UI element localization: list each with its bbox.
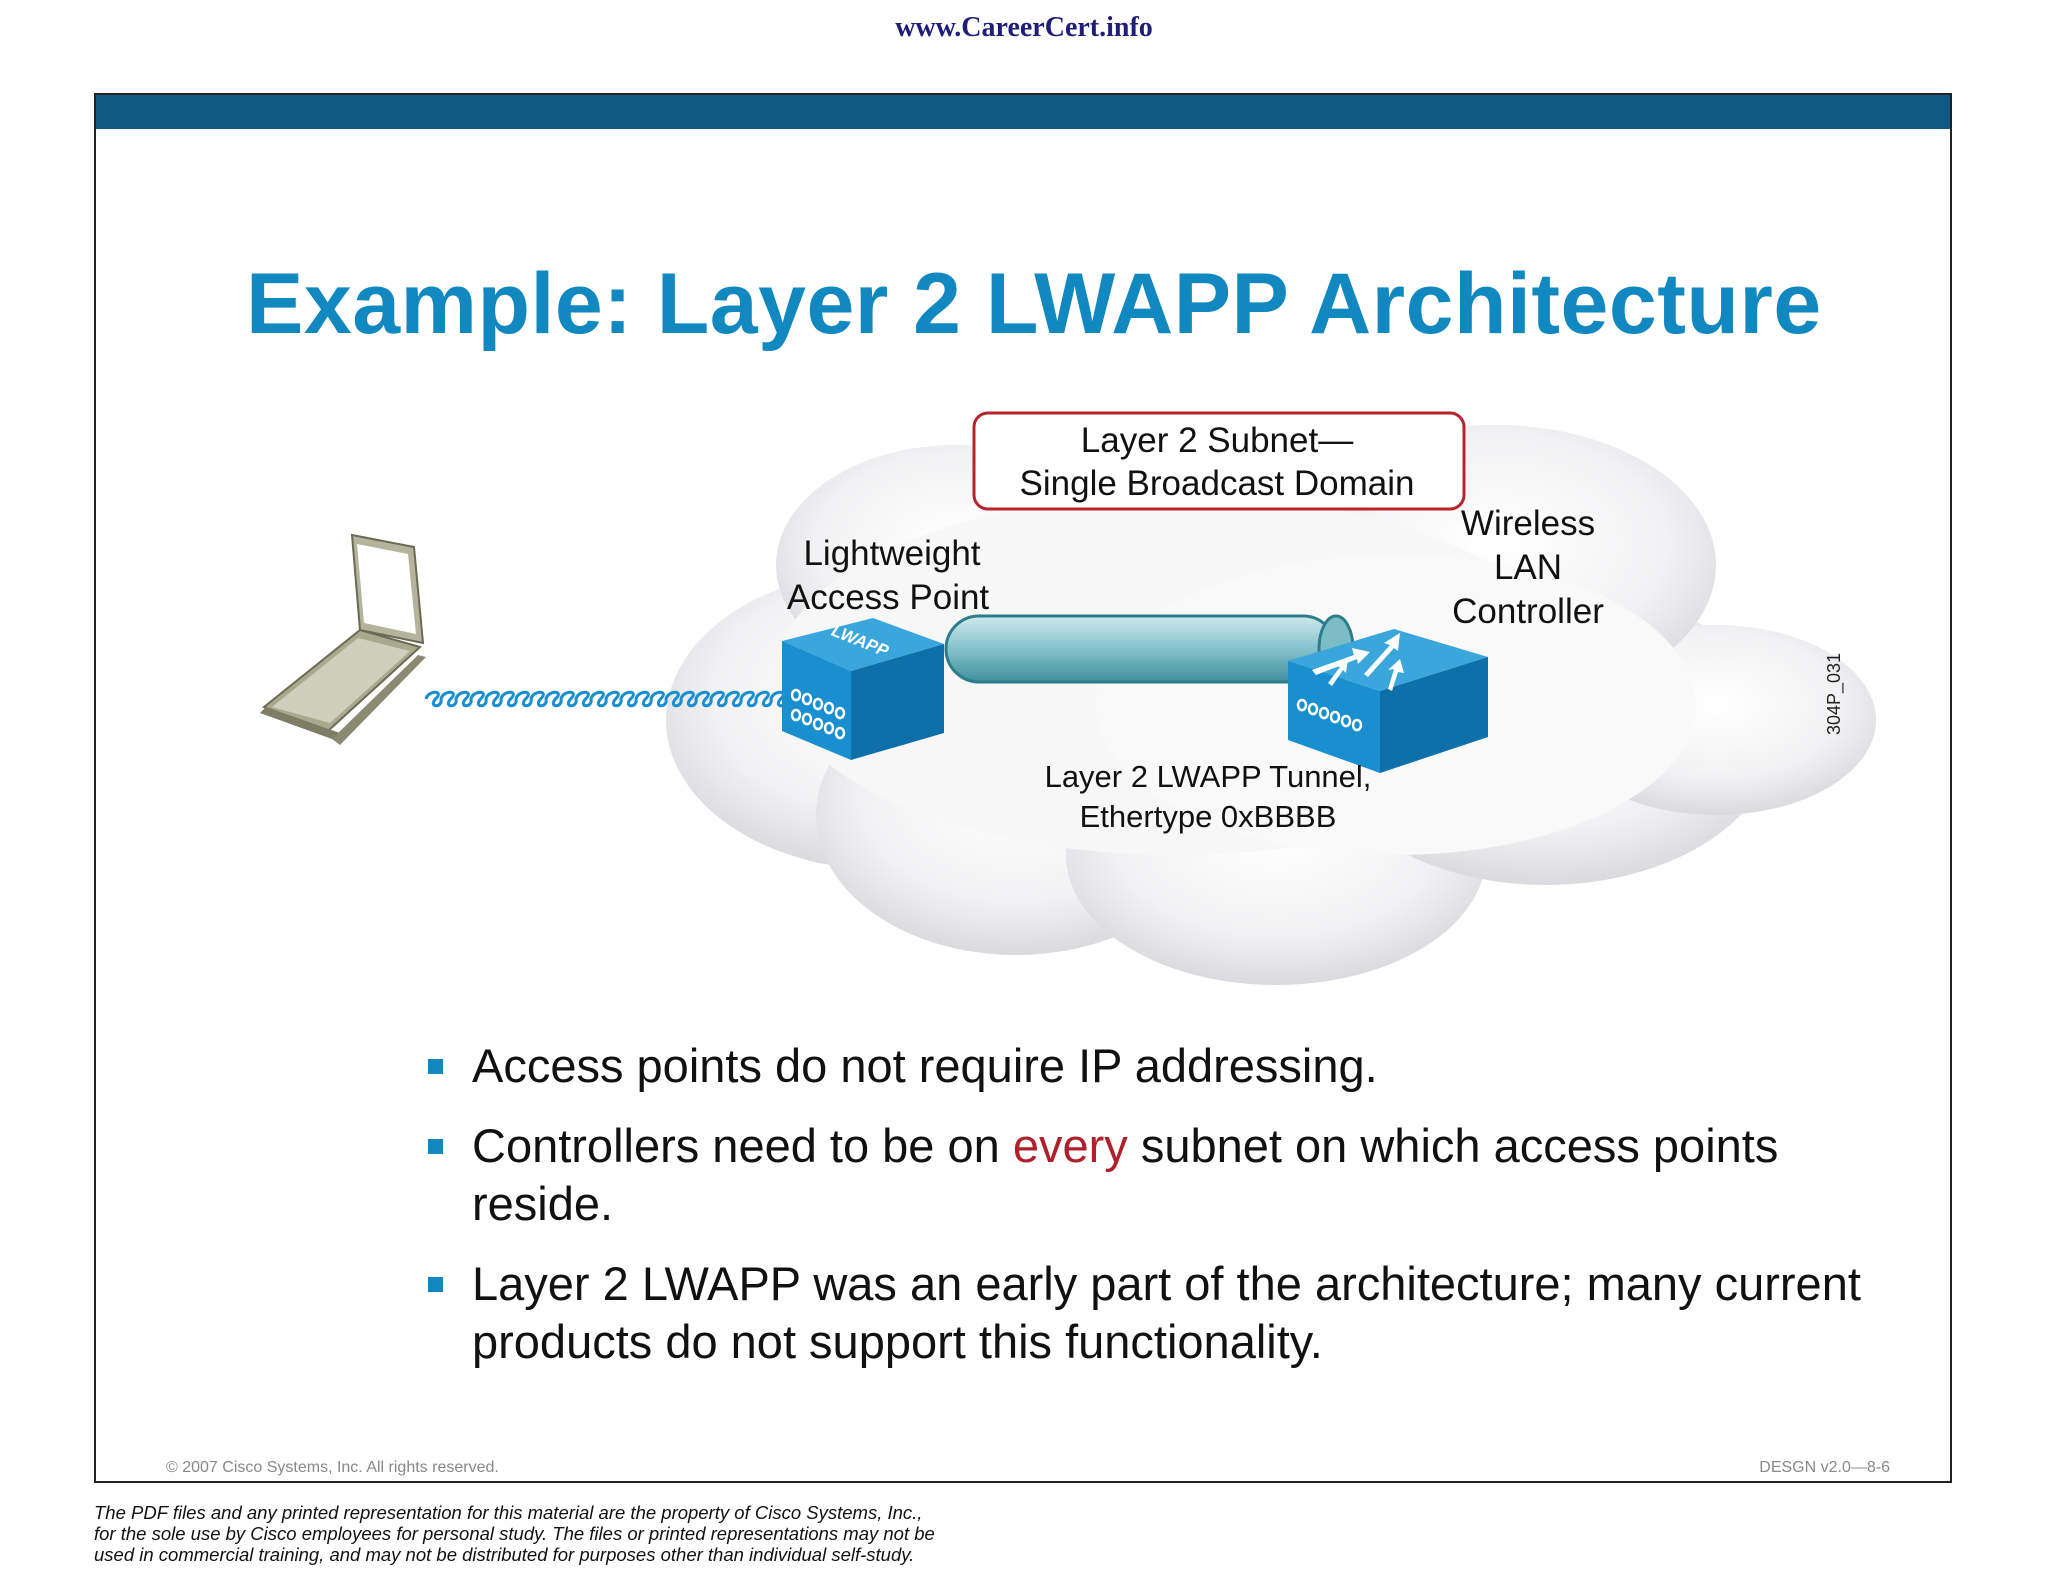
- disclaimer-line: used in commercial training, and may not…: [94, 1544, 915, 1565]
- wireless-signal: [424, 690, 818, 708]
- bullet-text-part1: Controllers need to be on: [472, 1119, 1013, 1172]
- slide: Example: Layer 2 LWAPP Architecture: [94, 93, 1952, 1483]
- slide-top-bar: [96, 95, 1950, 129]
- copyright-notice: © 2007 Cisco Systems, Inc. All rights re…: [166, 1459, 499, 1476]
- disclaimer-line: The PDF files and any printed representa…: [94, 1502, 923, 1523]
- bullet-list: Access points do not require IP addressi…: [428, 1037, 1888, 1393]
- subnet-label-line2: Single Broadcast Domain: [1020, 464, 1415, 503]
- bullet-marker: [428, 1277, 443, 1292]
- bullet-marker: [428, 1139, 443, 1154]
- disclaimer-line: for the sole use by Cisco employees for …: [94, 1523, 935, 1544]
- subnet-label-box: Layer 2 Subnet— Single Broadcast Domain: [972, 411, 1466, 511]
- tunnel-label-line1: Layer 2 LWAPP Tunnel,: [1045, 759, 1372, 794]
- tunnel-label-line2: Ethertype 0xBBBB: [1080, 799, 1337, 834]
- wlc-label-line2: LAN: [1494, 548, 1562, 587]
- bullet-text: Access points do not require IP addressi…: [472, 1039, 1378, 1092]
- subnet-label-line1: Layer 2 Subnet—: [1081, 421, 1353, 460]
- ap-label-line1: Lightweight: [803, 534, 980, 573]
- wireless-lan-controller-icon: [1288, 629, 1488, 773]
- bullet-item: Access points do not require IP addressi…: [428, 1037, 1888, 1095]
- wlc-label-line3: Controller: [1452, 592, 1604, 631]
- slide-title: Example: Layer 2 LWAPP Architecture: [246, 256, 1822, 352]
- bullet-marker: [428, 1059, 443, 1074]
- site-url[interactable]: www.CareerCert.info: [895, 12, 1153, 43]
- course-code: DESGN v2.0—8-6: [1759, 1459, 1890, 1476]
- network-cloud: [666, 425, 1876, 985]
- lwapp-access-point-icon: LWAPP: [782, 618, 944, 760]
- ap-label-line2: Access Point: [787, 578, 990, 617]
- bullet-text: Layer 2 LWAPP was an early part of the a…: [472, 1257, 1861, 1368]
- bullet-item: Layer 2 LWAPP was an early part of the a…: [428, 1255, 1888, 1371]
- laptop-icon: [260, 533, 426, 745]
- figure-id: 304P_031: [1824, 653, 1845, 735]
- architecture-diagram: Layer 2 Subnet— Single Broadcast Domain …: [260, 411, 1876, 985]
- bullet-highlight-word: every: [1012, 1119, 1128, 1172]
- disclaimer: The PDF files and any printed representa…: [94, 1502, 1194, 1565]
- bullet-item: Controllers need to be on every subnet o…: [428, 1117, 1888, 1233]
- bullet-text-part2: subnet on which access points reside.: [472, 1119, 1779, 1230]
- wlc-label-line1: Wireless: [1461, 504, 1595, 543]
